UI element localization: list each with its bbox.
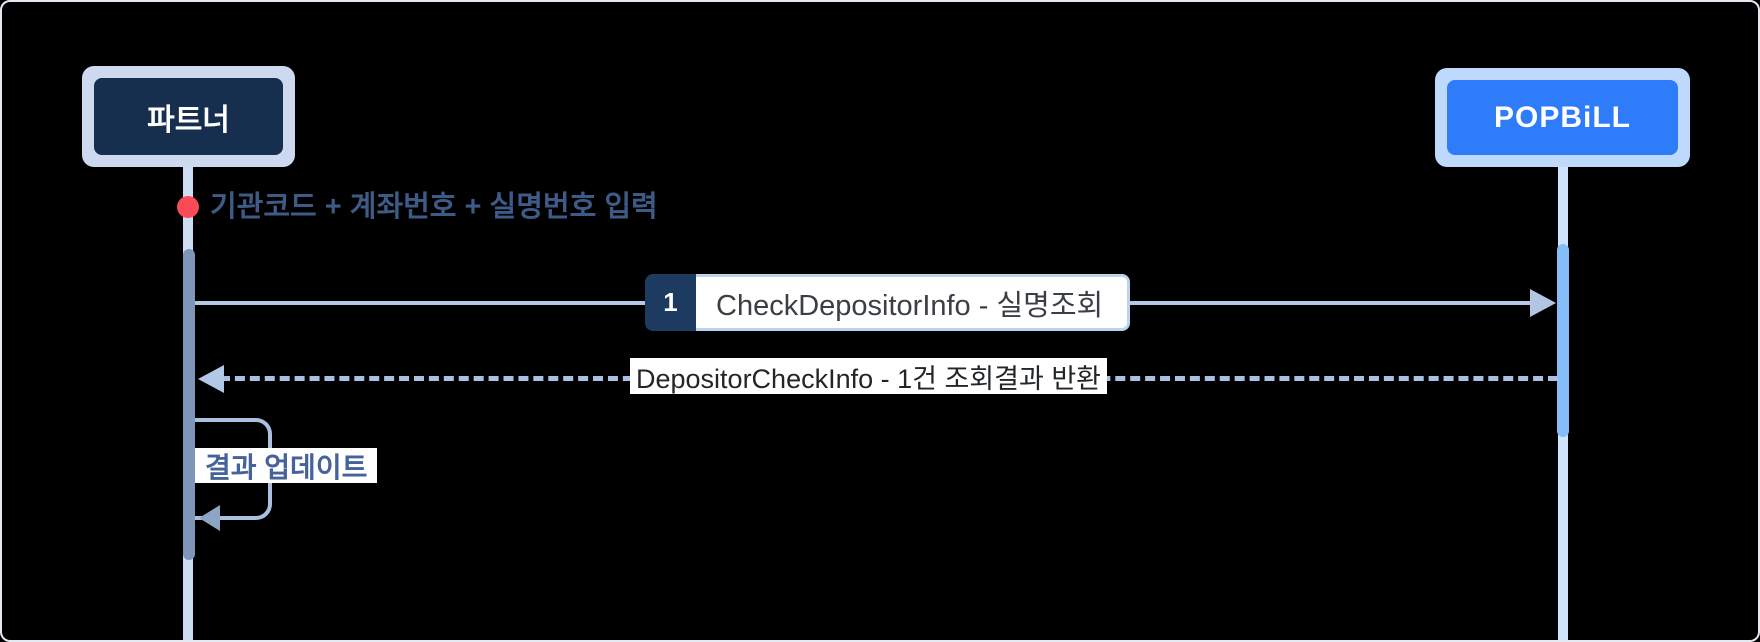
self-message-arrowhead-left-icon (199, 505, 220, 531)
message-1-arrowhead-right-icon (1530, 289, 1556, 317)
actor-partner-label: 파트너 (94, 78, 283, 155)
popbill-activation-bar (1557, 244, 1569, 437)
message-1-label: 1 CheckDepositorInfo - 실명조회 (645, 274, 1131, 331)
message-1-label-text: CheckDepositorInfo - 실명조회 (696, 274, 1131, 331)
message-2-label-text: DepositorCheckInfo - 1건 조회결과 반환 (630, 358, 1108, 394)
actor-partner: 파트너 (82, 66, 295, 167)
message-2-arrowhead-left-icon (198, 365, 224, 393)
actor-popbill-label: POPBiLL (1447, 80, 1678, 155)
actor-popbill: POPBiLL (1435, 68, 1690, 167)
partner-activation-bar (183, 249, 195, 560)
self-message-label-text: 결과 업데이트 (195, 448, 378, 483)
start-event-dot (177, 196, 199, 218)
start-note-text: 기관코드 + 계좌번호 + 실명번호 입력 (210, 191, 658, 223)
message-1-step-badge: 1 (645, 274, 696, 331)
